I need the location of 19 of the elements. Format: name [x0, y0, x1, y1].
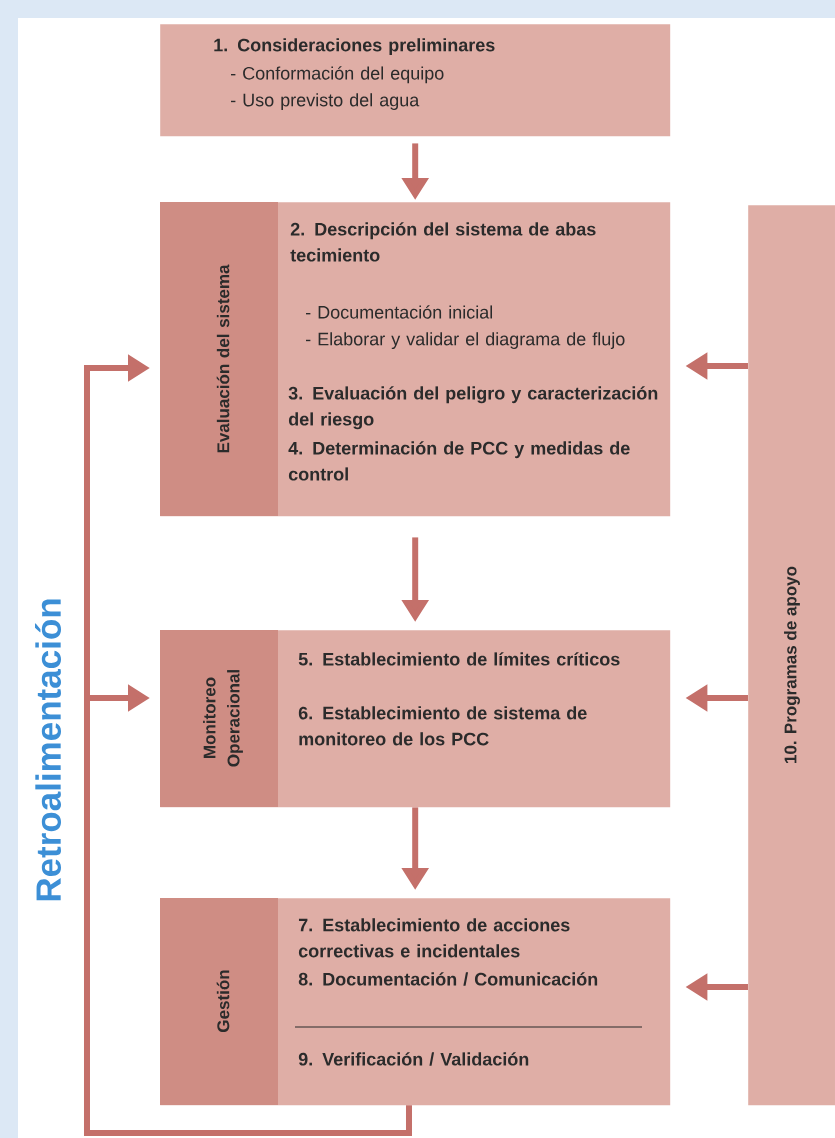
step-heading: 8. Documentación / Comunicación	[298, 972, 598, 986]
step-heading: 6. Establecimiento de sistema de monitoreo de los PCC	[298, 706, 587, 746]
section-label: Evaluación del sistema	[216, 264, 230, 453]
step-heading: 7. Establecimiento de acciones correctivas e incidentales	[298, 918, 570, 958]
side-title: Retroalimentación	[35, 599, 61, 901]
bullet-item: - Uso previsto del agua	[231, 93, 420, 110]
arrow	[84, 684, 412, 1136]
step-heading: 9. Verificación / Validación	[298, 1052, 529, 1066]
step-heading: 3. Evaluación del peligro y caracterización del riesgo	[288, 386, 658, 430]
step-heading: 5. Establecimiento de límites críticos	[298, 652, 620, 666]
step-heading: 1. Consideraciones preliminares	[214, 38, 495, 55]
step-heading: 2. Descripción del sistema de abas tecimiento	[290, 222, 596, 262]
bullet-item: - Conformación del equipo	[231, 66, 444, 84]
bullet-item: - Documentación inicial	[306, 305, 492, 319]
step-heading: 4. Determinación de PCC y medidas de control	[288, 441, 630, 481]
side-label: 10. Programas de apoyo	[784, 566, 800, 763]
bullet-item: - Elaborar y validar el diagrama de flujo	[306, 332, 625, 349]
section-label: Monitoreo Operacional	[203, 670, 243, 767]
section-label: Gestión	[216, 970, 230, 1032]
